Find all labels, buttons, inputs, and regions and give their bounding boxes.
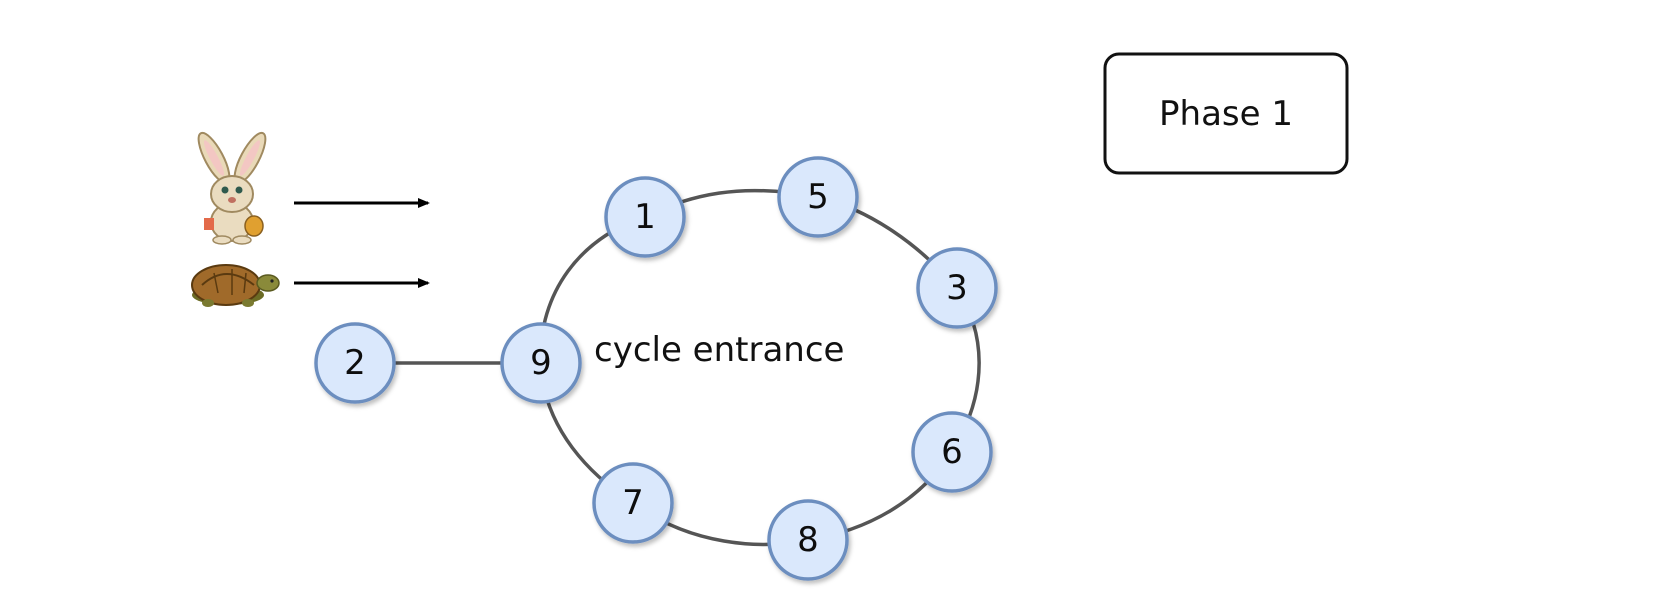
node-5: 5 bbox=[777, 156, 859, 238]
nodes: 2 9 1 5 3 6 8 7 bbox=[314, 156, 998, 581]
node-7: 7 bbox=[592, 462, 674, 544]
node-1: 1 bbox=[604, 176, 686, 258]
node-2-label: 2 bbox=[344, 343, 366, 383]
node-9: 9 bbox=[500, 322, 582, 404]
rabbit-icon bbox=[197, 131, 267, 245]
node-3: 3 bbox=[916, 247, 998, 329]
node-1-label: 1 bbox=[634, 197, 656, 237]
node-9-label: 9 bbox=[530, 343, 552, 383]
node-6-label: 6 bbox=[941, 432, 963, 472]
node-5-label: 5 bbox=[807, 177, 829, 217]
phase-box: Phase 1 bbox=[1103, 52, 1349, 175]
node-7-label: 7 bbox=[622, 483, 644, 523]
phase-label: Phase 1 bbox=[1159, 94, 1293, 134]
cycle-entrance-label: cycle entrance bbox=[594, 330, 844, 370]
turtle-icon bbox=[191, 264, 280, 307]
node-8: 8 bbox=[767, 499, 849, 581]
node-6: 6 bbox=[911, 411, 993, 493]
node-3-label: 3 bbox=[946, 268, 968, 308]
node-8-label: 8 bbox=[797, 520, 819, 560]
node-2: 2 bbox=[314, 322, 396, 404]
